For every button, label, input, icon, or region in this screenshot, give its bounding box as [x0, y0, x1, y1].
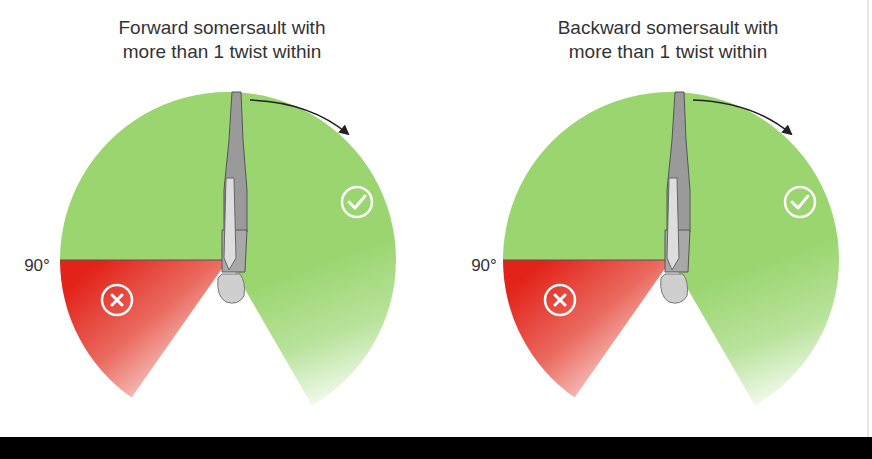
panel-heading: Forward somersault with more than 1 twis…	[72, 16, 372, 64]
backward-panel	[503, 92, 839, 406]
angle-label: 90°	[471, 256, 497, 276]
bottom-bar	[0, 437, 872, 459]
forward-panel	[60, 92, 396, 406]
frame-line	[868, 0, 869, 437]
angle-label: 90°	[24, 256, 50, 276]
panel-heading: Backward somersault with more than 1 twi…	[518, 16, 818, 64]
